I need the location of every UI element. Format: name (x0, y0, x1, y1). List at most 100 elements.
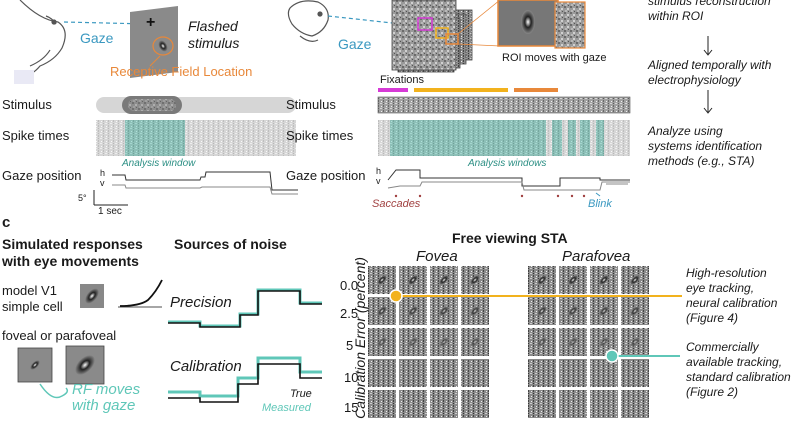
blink-label: Blink (588, 198, 612, 210)
pipeline-arrows (703, 36, 713, 114)
anno-dot-2 (605, 349, 619, 363)
sta-thumbnail (399, 359, 427, 387)
monkey-illustration-left (14, 0, 66, 84)
sta-gabor (537, 275, 547, 285)
fixations-label: Fixations (380, 74, 425, 86)
saccades-label: Saccades (372, 198, 421, 210)
sta-gabor (537, 306, 547, 316)
sta-gabor (377, 337, 387, 347)
sta-thumbnail (559, 359, 587, 387)
precision-label: Precision (170, 294, 232, 311)
stimulus-frames-mid (391, 0, 473, 73)
rf-moves-label: RF moves with gaze (72, 381, 141, 414)
noise-title: Sources of noise (174, 236, 287, 252)
pipeline-step-2: Aligned temporally with electrophysiolog… (648, 58, 772, 87)
y-tick-4: 15 (344, 400, 359, 415)
analysis-window-label: Analysis window (122, 158, 196, 169)
stimulus-stack-mid (377, 96, 631, 114)
calibration-trace (168, 356, 322, 403)
sta-gabor (568, 275, 578, 285)
sim-title: Simulated responses with eye movements (2, 236, 143, 269)
sta-gabor (599, 337, 609, 347)
sta-gabor (630, 306, 640, 316)
fixation-bar-2 (414, 88, 508, 92)
scale-y-left: 5° (78, 193, 87, 203)
fixation-bar-3 (514, 88, 558, 92)
sta-gabor (408, 337, 418, 347)
gaze-trace-left (93, 171, 298, 206)
precision-trace (168, 288, 322, 328)
calibration-label: Calibration (170, 358, 242, 375)
sta-thumbnail (559, 390, 587, 418)
y-tick-0: 0.0 (340, 278, 359, 293)
axis-v-mid: v (376, 176, 381, 186)
y-tick-1: 2.5 (340, 306, 359, 321)
sta-gabor (439, 306, 449, 316)
anno-dot-1 (389, 289, 403, 303)
gaze-trace-mid (387, 169, 630, 191)
sta-thumbnail (621, 390, 649, 418)
row-gaze-mid: Gaze position (286, 168, 366, 183)
rf-location-label: Receptive Field Location (110, 64, 253, 79)
row-stimulus-mid: Stimulus (286, 97, 336, 112)
sta-gabor (408, 306, 418, 316)
sta-gabor (599, 306, 609, 316)
sta-thumbnail (621, 359, 649, 387)
sta-grid-parafovea (528, 266, 649, 418)
annotation-1: High-resolution eye tracking, neural cal… (686, 266, 778, 325)
monkey-illustration-mid (287, 0, 329, 42)
sta-gabor (377, 306, 387, 316)
pipeline-step-1: stimulus reconstruction within ROI (648, 0, 771, 23)
annotation-2: Commercially available tracking, standar… (686, 340, 791, 399)
sta-gabor (439, 275, 449, 285)
sta-thumbnail (590, 359, 618, 387)
scale-x-left: 1 sec (98, 206, 122, 217)
sta-grid-fovea (368, 266, 489, 418)
sta-gabor (470, 306, 480, 316)
model-label: model V1 simple cell (2, 283, 63, 314)
rf-moves-arrow (39, 383, 69, 399)
sta-gabor (470, 337, 480, 347)
sta-thumbnail (430, 390, 458, 418)
legend-true: True (290, 388, 312, 400)
sta-gabor (470, 275, 480, 285)
analysis-windows-label: Analysis windows (468, 158, 547, 169)
saccade-markers (394, 194, 586, 198)
sta-gabor (408, 275, 418, 285)
sta-gabor (439, 337, 449, 347)
sta-thumbnail (461, 359, 489, 387)
pipeline-step-3: Analyze using systems identification met… (648, 124, 763, 168)
sta-gabor (537, 337, 547, 347)
row-spikes-left: Spike times (2, 128, 70, 143)
sta-gabor (568, 306, 578, 316)
sta-thumbnail (399, 390, 427, 418)
row-gaze-left: Gaze position (2, 168, 82, 183)
flashed-stimulus-label: Flashed stimulus (188, 18, 240, 51)
sta-gabor (377, 275, 387, 285)
gaze-label-left: Gaze (80, 30, 114, 46)
axis-v-left: v (100, 178, 105, 188)
sta-thumbnail (461, 390, 489, 418)
axis-h-left: h (100, 168, 106, 178)
spike-raster-left (96, 120, 296, 156)
y-tick-2: 5 (346, 338, 354, 353)
figure-canvas: + (14, 0, 713, 418)
sta-gabor (599, 275, 609, 285)
sta-thumbnail (368, 359, 396, 387)
row-spikes-mid: Spike times (286, 128, 354, 143)
panel-letter-c: c (2, 214, 11, 231)
foveal-label: foveal or parafoveal (2, 328, 117, 343)
axis-h-mid: h (376, 166, 382, 176)
fixation-bar-1 (378, 88, 408, 92)
spike-raster-mid (378, 120, 630, 156)
y-tick-3: 10 (344, 370, 359, 385)
sta-thumbnail (528, 359, 556, 387)
sta-gabor (630, 275, 640, 285)
fixation-cross-left: + (146, 14, 155, 31)
sta-title: Free viewing STA (452, 230, 568, 246)
row-stimulus-left: Stimulus (2, 97, 52, 112)
sta-thumbnail (368, 390, 396, 418)
rf-circle-left (152, 36, 174, 56)
gaze-label-mid: Gaze (338, 36, 372, 52)
sta-thumbnail (590, 390, 618, 418)
